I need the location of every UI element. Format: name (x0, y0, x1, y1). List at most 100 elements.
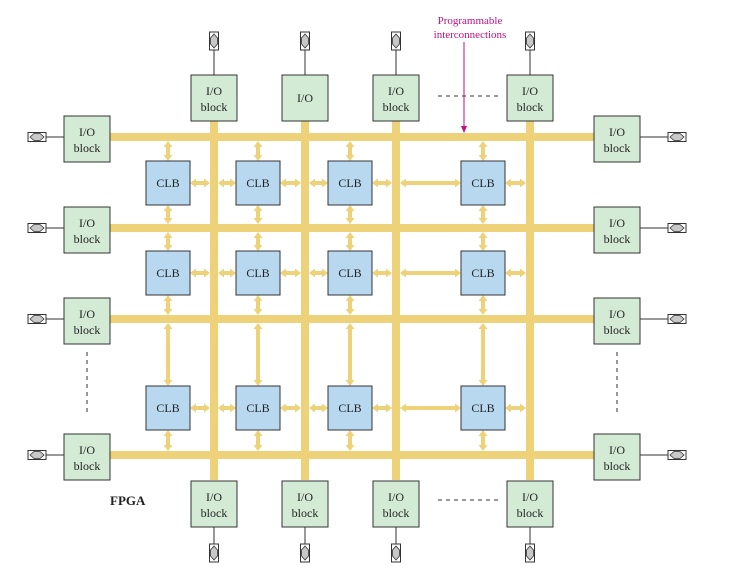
vertical-arrow (163, 323, 173, 386)
io-block-top-box (190, 74, 238, 122)
vertical-arrow (253, 141, 263, 161)
vertical-arrow (478, 430, 488, 451)
horizontal-arrow (190, 268, 210, 278)
clb-block: CLB (235, 250, 281, 296)
clb-block-box (460, 160, 506, 206)
clb-block-label: CLB (156, 266, 179, 280)
io-block-right-box (593, 206, 641, 254)
vertical-bus (210, 118, 218, 480)
io-block-left-label-line2: block (74, 459, 101, 473)
io-block-bottom-label-line2: block (517, 506, 544, 520)
vertical-arrow (345, 205, 355, 224)
io-block-bottom-label-line2: block (292, 506, 319, 520)
io-block-top-label-line1: I/O (522, 84, 538, 98)
interconnect-buses (110, 118, 596, 480)
clb-block-label: CLB (246, 176, 269, 190)
io-block-left-label-line1: I/O (79, 307, 95, 321)
io-block-left-label-line2: block (74, 323, 101, 337)
annotation-line2: interconnections (434, 29, 507, 41)
horizontal-arrow (505, 268, 526, 278)
io-block-right-label-line1: I/O (609, 216, 625, 230)
continuation-dashes (86, 95, 618, 501)
clb-block-box (145, 385, 191, 431)
io-pad-top (525, 31, 535, 51)
io-block-left-label-line2: block (74, 141, 101, 155)
vertical-arrow (253, 323, 263, 386)
horizontal-arrow (505, 178, 526, 188)
horizontal-arrow (218, 403, 236, 413)
clb-block: CLB (327, 250, 373, 296)
vertical-arrow (478, 323, 488, 386)
annotation-line1: Programmable (438, 15, 503, 27)
io-block-bottom-label-line2: block (201, 506, 228, 520)
io-pad-right (667, 223, 687, 233)
io-block-top-label-line1: I/O (206, 84, 222, 98)
io-pad-left (27, 314, 47, 324)
horizontal-arrow (280, 403, 301, 413)
io-block-top-label-line2: block (201, 100, 228, 114)
io-block-left-box (63, 206, 111, 254)
horizontal-arrow (218, 268, 236, 278)
io-pad-top (391, 31, 401, 51)
io-pad-bottom (391, 543, 401, 563)
annotation-arrowhead (461, 126, 467, 133)
io-block-right-box (593, 297, 641, 345)
io-block-bottom-box (190, 480, 238, 528)
clb-block-box (460, 250, 506, 296)
io-block-left-box (63, 433, 111, 481)
vertical-arrow (163, 205, 173, 224)
vertical-arrow (345, 323, 355, 386)
io-pad-bottom (209, 543, 219, 563)
io-block-left-box (63, 115, 111, 163)
io-block-top-label: I/O (297, 91, 313, 105)
io-block-top-box (506, 74, 554, 122)
vertical-arrow (163, 141, 173, 161)
vertical-arrow (478, 232, 488, 251)
io-pad-top (209, 31, 219, 51)
clb-block-box (327, 250, 373, 296)
vertical-arrow (253, 232, 263, 251)
io-block-top-label-line1: I/O (388, 84, 404, 98)
horizontal-bus (110, 133, 596, 141)
clb-block: CLB (460, 250, 506, 296)
vertical-arrow (345, 295, 355, 315)
io-block-bottom-box (372, 480, 420, 528)
horizontal-arrow (309, 403, 328, 413)
io-block-left-label-line1: I/O (79, 216, 95, 230)
horizontal-arrow (400, 268, 461, 278)
clb-block: CLB (327, 160, 373, 206)
io-block-top-box (372, 74, 420, 122)
io-block-bottom-label-line1: I/O (297, 490, 313, 504)
io-pad-right (667, 314, 687, 324)
clb-block-label: CLB (338, 176, 361, 190)
io-block-bottom: I/O block (281, 480, 329, 528)
io-pad-left (27, 132, 47, 142)
horizontal-arrow (505, 403, 526, 413)
io-pad-left (27, 223, 47, 233)
clb-block-label: CLB (156, 401, 179, 415)
clb-block-box (235, 160, 281, 206)
io-pads (27, 31, 687, 563)
io-block-left: I/O block (63, 115, 111, 163)
clb-block-box (327, 160, 373, 206)
vertical-arrow (345, 430, 355, 451)
vertical-arrow (163, 232, 173, 251)
io-pad-left (27, 450, 47, 460)
io-pad-right (667, 132, 687, 142)
io-block-left-label-line1: I/O (79, 125, 95, 139)
clb-block: CLB (235, 160, 281, 206)
clb-block-box (145, 250, 191, 296)
horizontal-arrow (372, 178, 392, 188)
io-block-bottom-label-line1: I/O (388, 490, 404, 504)
fpga-label: FPGA (110, 493, 146, 508)
io-block-right-label-line2: block (604, 323, 631, 337)
io-block-right-label-line2: block (604, 232, 631, 246)
io-block-top: I/O block (190, 74, 238, 122)
clb-block: CLB (145, 385, 191, 431)
horizontal-bus (110, 315, 596, 323)
